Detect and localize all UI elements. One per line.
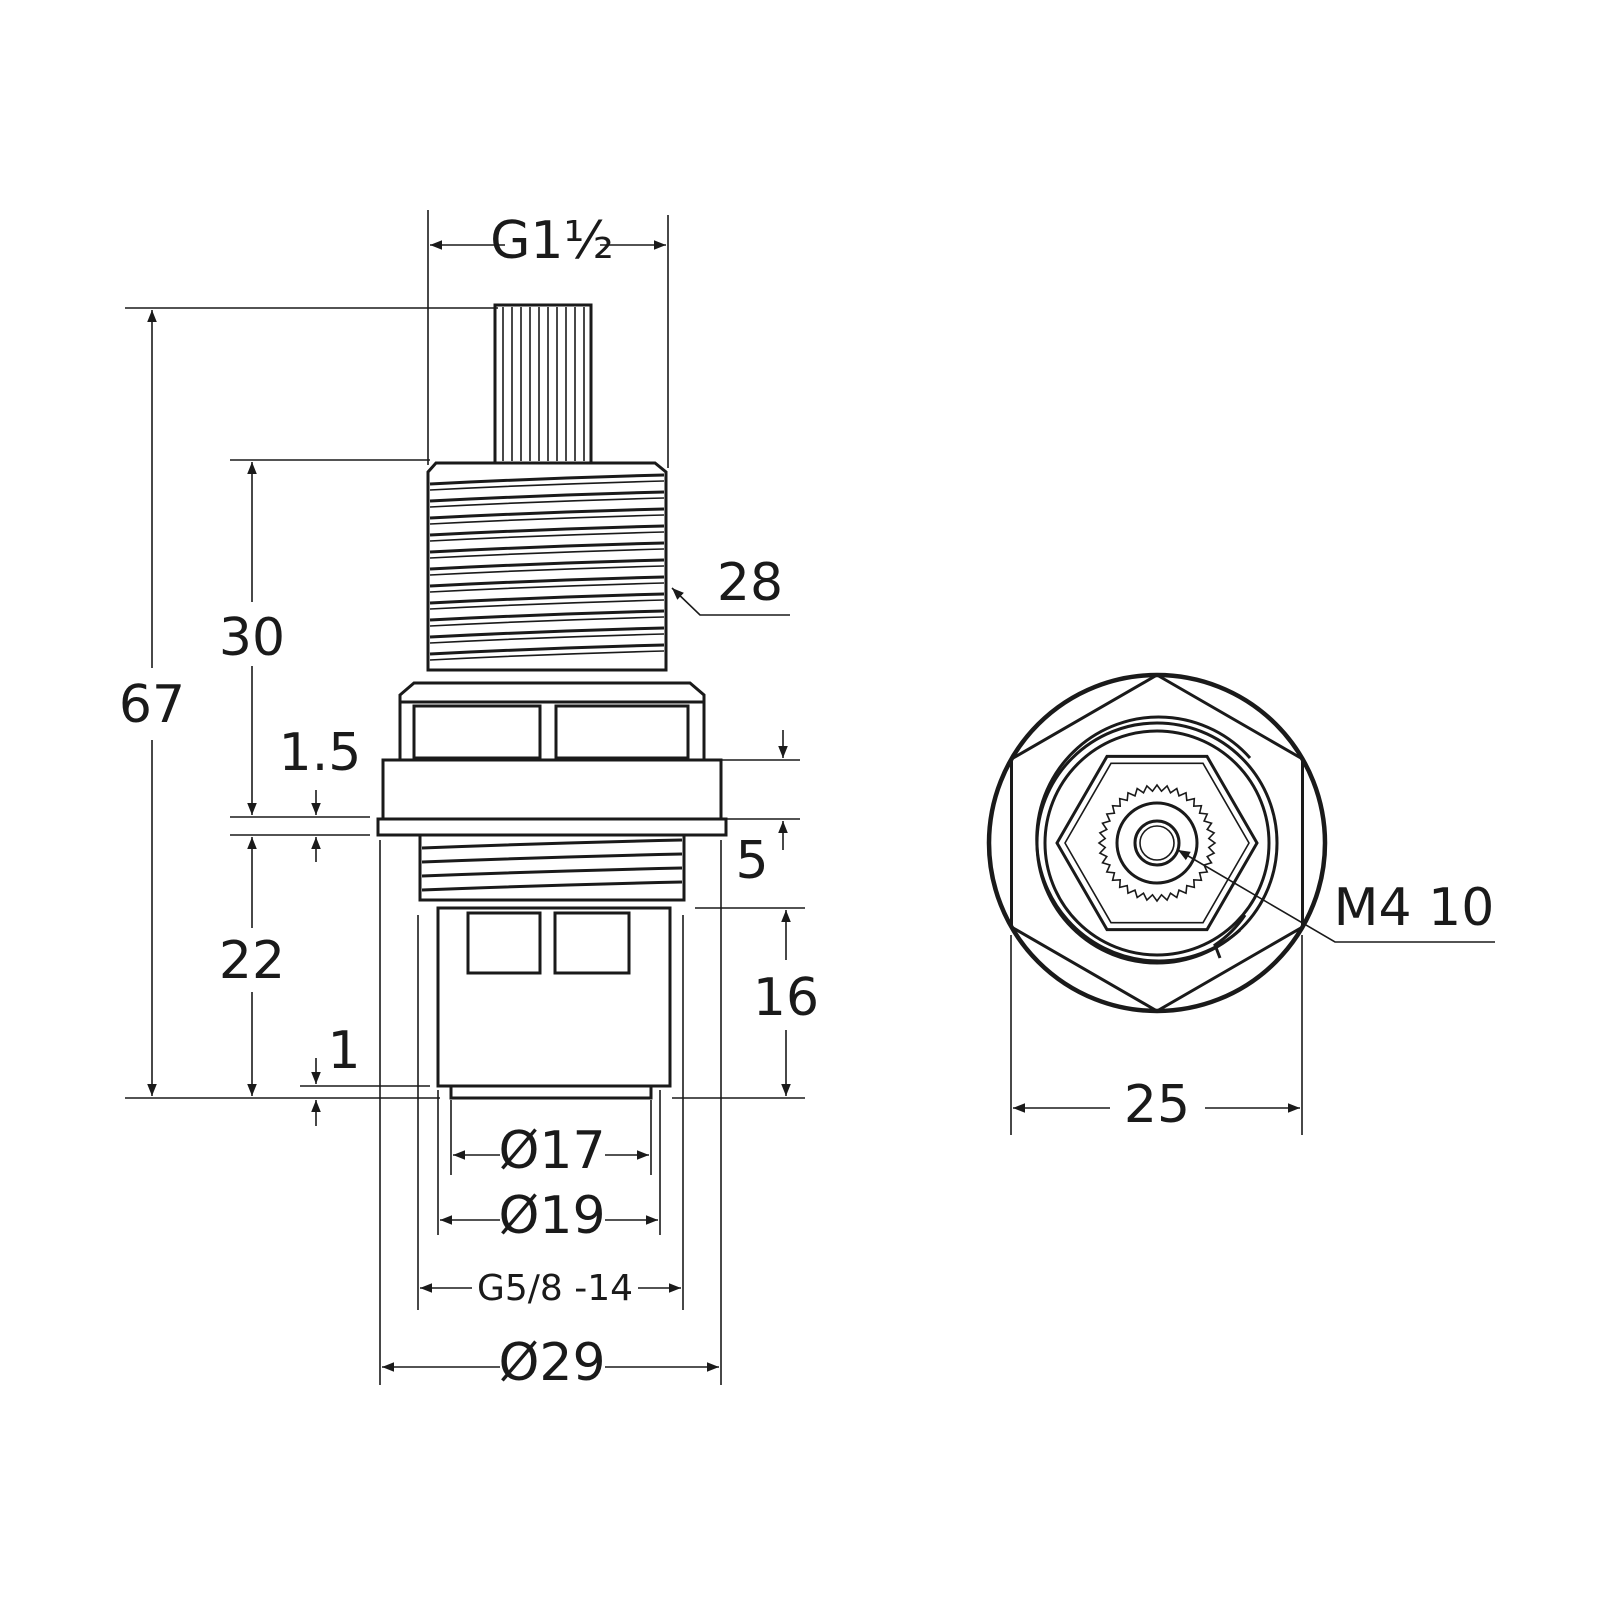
dim-dia-19: Ø19	[498, 1186, 605, 1246]
hex-nut	[398, 681, 706, 762]
lower-thread	[418, 833, 686, 902]
lower-body	[436, 906, 672, 1100]
upper-thread	[426, 461, 668, 672]
knurl-ring	[1097, 783, 1217, 903]
extension-lines	[125, 210, 805, 1385]
dim-5: 5	[735, 831, 768, 891]
dim-1-5: 1.5	[279, 723, 362, 783]
dim-25: 25	[1124, 1075, 1190, 1135]
small-hex	[1055, 754, 1259, 932]
side-view: G1½ 28 30 67 1.5 5 22 16 1 Ø17 Ø19 G5/8 …	[119, 210, 819, 1393]
m4-leader	[1177, 849, 1495, 943]
dim-30: 30	[219, 608, 285, 668]
dim-thread-top: G1½	[490, 211, 614, 271]
dim-dia-29: Ø29	[498, 1333, 605, 1393]
dim-thread-bottom: G5/8 -14	[477, 1268, 633, 1309]
dim-16: 16	[753, 968, 819, 1028]
spline-spindle	[493, 303, 593, 465]
dim-67: 67	[119, 675, 185, 735]
large-hex	[1010, 673, 1304, 1013]
dim-dia-17: Ø17	[498, 1121, 605, 1181]
end-view: 25 M4 10	[986, 672, 1495, 1135]
dim-28: 28	[717, 553, 783, 613]
dim-m4-10: M4 10	[1334, 878, 1495, 938]
dim-1: 1	[327, 1021, 360, 1081]
body-collar	[376, 758, 728, 837]
dimension-lines	[147, 240, 791, 1372]
dim-22: 22	[219, 931, 285, 991]
